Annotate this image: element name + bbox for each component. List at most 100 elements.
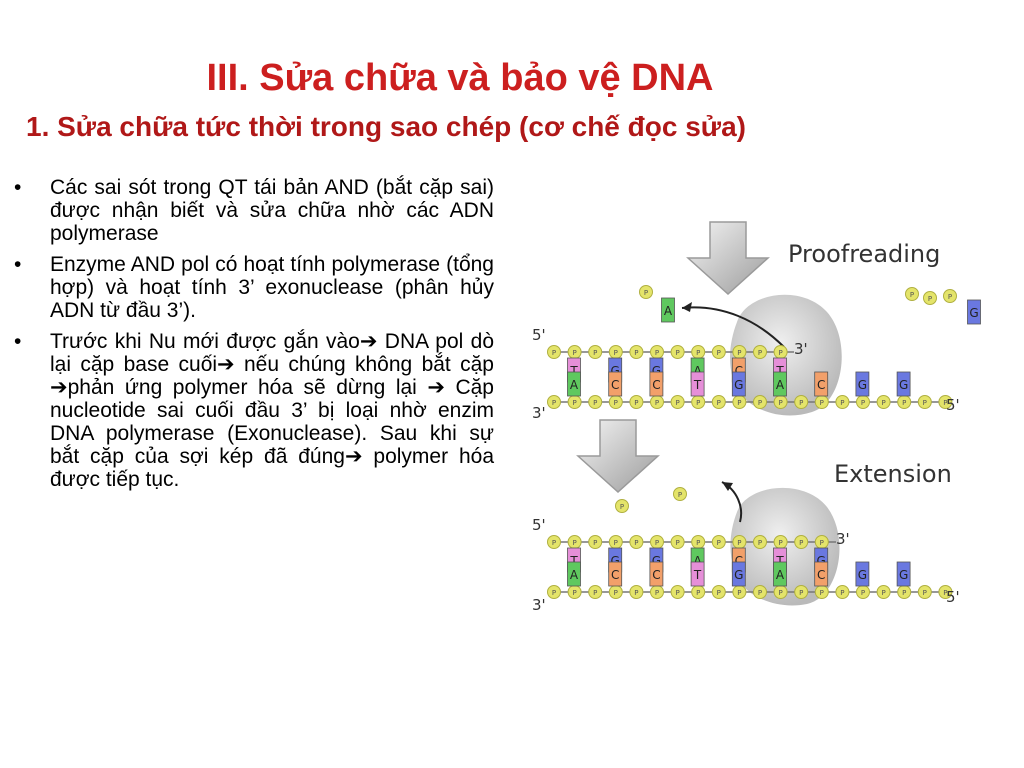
- svg-text:P: P: [717, 399, 721, 407]
- svg-text:P: P: [717, 589, 721, 597]
- svg-text:P: P: [902, 399, 906, 407]
- svg-text:P: P: [552, 589, 556, 597]
- svg-text:P: P: [675, 539, 679, 547]
- phosphate-bead: P: [773, 535, 788, 549]
- svg-text:P: P: [778, 589, 782, 597]
- nucleotide-base: A: [773, 371, 787, 397]
- phosphate-bead: P: [732, 345, 747, 359]
- down-arrow-icon: [686, 221, 770, 296]
- nucleotide-base: G: [896, 371, 911, 397]
- svg-text:P: P: [820, 539, 824, 547]
- svg-text:P: P: [840, 399, 844, 407]
- svg-text:C: C: [817, 378, 825, 392]
- free-nucleotide: G: [967, 299, 981, 325]
- svg-text:P: P: [778, 399, 782, 407]
- phosphate-bead: P: [608, 345, 623, 359]
- end-label-5-bottom: 5': [946, 588, 960, 606]
- svg-text:P: P: [696, 589, 700, 597]
- phosphate-bead: P: [711, 395, 726, 409]
- phosphate-bead: P: [547, 345, 561, 359]
- svg-text:P: P: [881, 589, 885, 597]
- phosphate-bead: P: [794, 395, 809, 409]
- phosphate-bead: P: [943, 289, 957, 303]
- phosphate-bead: P: [691, 345, 706, 359]
- phosphate-bead: P: [732, 535, 747, 549]
- phosphate-bead: P: [876, 395, 891, 409]
- svg-text:P: P: [614, 539, 618, 547]
- end-label-5-bottom: 5': [946, 396, 960, 414]
- svg-text:P: P: [696, 399, 700, 407]
- svg-text:P: P: [910, 291, 914, 299]
- end-label-3-top: 3': [794, 340, 808, 358]
- svg-text:A: A: [570, 378, 579, 392]
- nucleotide-base: C: [814, 371, 829, 397]
- svg-text:G: G: [858, 378, 867, 392]
- svg-text:A: A: [570, 568, 579, 582]
- svg-text:P: P: [737, 349, 741, 357]
- svg-text:P: P: [717, 539, 721, 547]
- svg-text:P: P: [678, 491, 682, 499]
- svg-text:G: G: [899, 378, 908, 392]
- nucleotide-base: C: [649, 371, 664, 397]
- bullet-text: Các sai sót trong QT tái bản AND (bắt cặ…: [50, 176, 494, 245]
- svg-text:P: P: [696, 349, 700, 357]
- phosphate-bead: P: [588, 585, 603, 599]
- bullet-dot: •: [14, 176, 22, 199]
- phosphate-bead: P: [567, 535, 582, 549]
- phosphate-bead: P: [650, 345, 664, 359]
- phosphate-bead: P: [670, 585, 685, 599]
- svg-text:P: P: [923, 399, 927, 407]
- svg-text:P: P: [737, 539, 741, 547]
- svg-text:P: P: [861, 589, 865, 597]
- phosphate-bead: P: [691, 535, 706, 549]
- nucleotide-base: T: [690, 371, 705, 397]
- bullet-text: Trước khi Nu mới được gắn vào➔ DNA pol d…: [50, 330, 494, 491]
- phosphate-bead: P: [773, 395, 788, 409]
- svg-text:T: T: [775, 364, 784, 378]
- down-arrow-icon: [576, 419, 660, 494]
- phosphate-bead: P: [629, 395, 644, 409]
- phosphate-bead: P: [732, 585, 747, 599]
- end-label-5-top: 5': [532, 326, 546, 344]
- phosphate-bead: P: [608, 585, 623, 599]
- end-label-3-top: 3': [836, 530, 850, 548]
- svg-text:P: P: [552, 539, 556, 547]
- phosphate-bead: P: [547, 585, 561, 599]
- svg-text:P: P: [634, 539, 638, 547]
- svg-text:G: G: [899, 568, 908, 582]
- svg-text:P: P: [881, 399, 885, 407]
- phosphate-bead: P: [588, 535, 603, 549]
- excision-arrowhead-icon: [682, 302, 692, 312]
- svg-text:P: P: [737, 589, 741, 597]
- svg-text:P: P: [820, 589, 824, 597]
- bullet-item: •Trước khi Nu mới được gắn vào➔ DNA pol …: [8, 330, 494, 491]
- nucleotide-base: A: [567, 561, 581, 587]
- nucleotide-base: G: [855, 371, 870, 397]
- svg-text:P: P: [778, 349, 782, 357]
- svg-text:P: P: [902, 589, 906, 597]
- nucleotide-base: C: [608, 561, 623, 587]
- svg-text:P: P: [614, 349, 618, 357]
- svg-text:P: P: [758, 399, 762, 407]
- nucleotide-base: C: [608, 371, 623, 397]
- svg-text:P: P: [923, 589, 927, 597]
- svg-text:P: P: [943, 399, 947, 407]
- phosphate-bead: P: [876, 585, 891, 599]
- svg-text:P: P: [572, 589, 576, 597]
- svg-text:G: G: [734, 378, 743, 392]
- svg-text:C: C: [652, 378, 660, 392]
- phosphate-bead: P: [773, 345, 788, 359]
- svg-text:P: P: [675, 349, 679, 357]
- phosphate-bead: P: [835, 395, 850, 409]
- svg-text:A: A: [776, 378, 785, 392]
- svg-text:P: P: [737, 399, 741, 407]
- slide-title: III. Sửa chữa và bảo vệ DNA: [206, 57, 714, 99]
- nucleotide-base: G: [855, 561, 870, 587]
- svg-text:C: C: [735, 364, 743, 378]
- phosphate-bead: P: [814, 535, 829, 549]
- svg-text:P: P: [620, 503, 624, 511]
- svg-text:P: P: [778, 539, 782, 547]
- svg-text:P: P: [948, 293, 952, 301]
